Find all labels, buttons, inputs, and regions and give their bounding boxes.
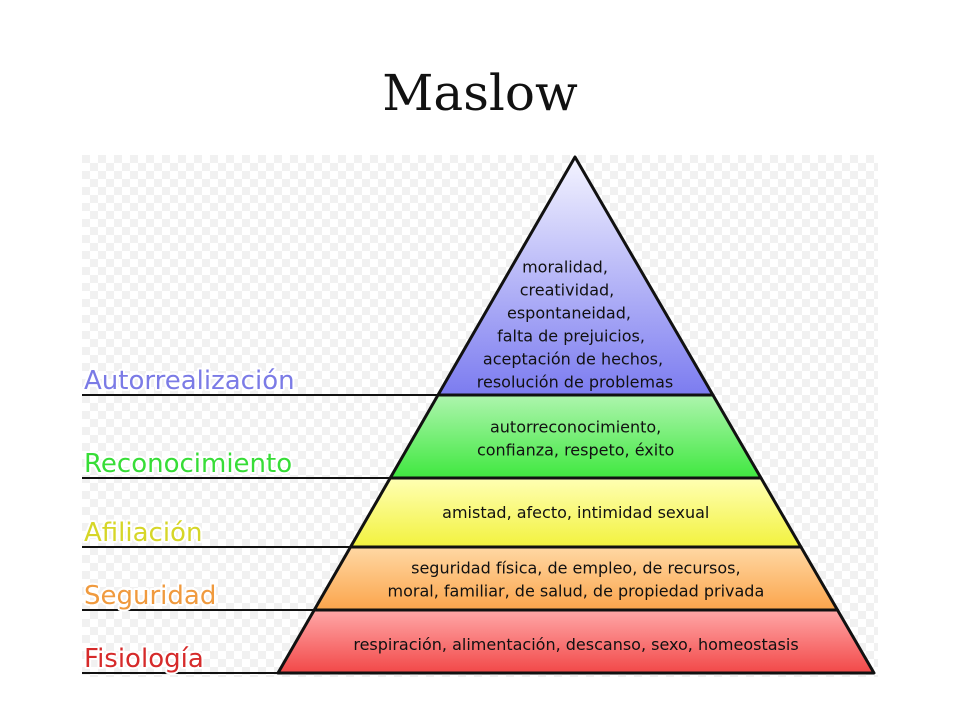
level-2-name: Reconocimiento — [84, 449, 292, 479]
level-5-name: Fisiología — [84, 644, 204, 674]
level-1-description-line: falta de prejuicios, — [497, 327, 645, 346]
level-4-description-line: seguridad física, de empleo, de recursos… — [411, 559, 740, 578]
level-3-name: Afiliación — [84, 518, 202, 548]
level-5-description-line: respiración, alimentación, descanso, sex… — [353, 635, 798, 654]
level-1-description-line: moralidad, — [522, 258, 608, 277]
level-1-description-line: espontaneidad, — [507, 304, 631, 323]
level-4-name: Seguridad — [84, 581, 216, 611]
level-5-tier — [276, 608, 876, 675]
level-1-description-line: resolución de problemas — [477, 373, 673, 392]
level-4-tier — [312, 545, 839, 612]
level-3-description-line: amistad, afecto, intimidad sexual — [442, 503, 709, 522]
page-title: Maslow — [382, 64, 578, 122]
level-2-description-line: confianza, respeto, éxito — [477, 441, 674, 460]
level-2-tier — [388, 393, 763, 480]
level-1-description-line: aceptación de hechos, — [483, 350, 663, 369]
level-1-description-line: creatividad, — [520, 281, 615, 300]
pyramid-svg: AutorrealizaciónReconocimientoAfiliación… — [82, 155, 878, 677]
level-1-name: Autorrealización — [84, 366, 295, 396]
level-2-description-line: autorreconocimiento, — [490, 418, 661, 437]
level-4-description-line: moral, familiar, de salud, de propiedad … — [388, 582, 765, 601]
